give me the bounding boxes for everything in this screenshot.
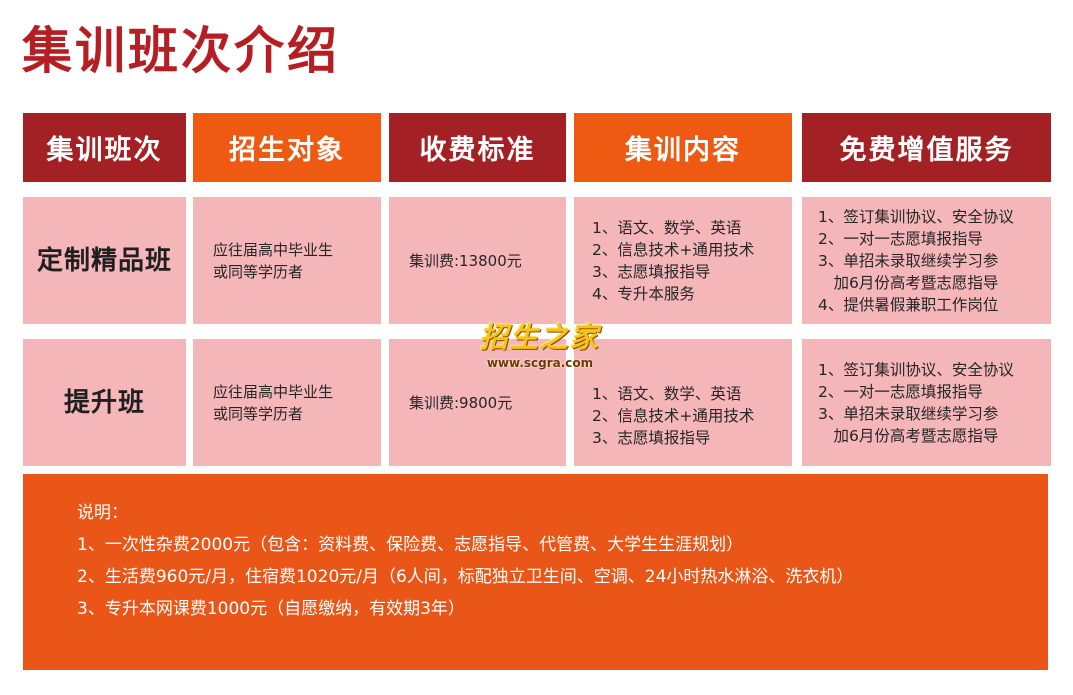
content-line: 3、志愿填报指导 bbox=[592, 262, 711, 281]
class-name: 定制精品班 bbox=[23, 197, 186, 324]
watermark-url: www.scgra.com bbox=[486, 356, 594, 370]
header-services: 免费增值服务 bbox=[802, 113, 1051, 182]
service-line: 4、提供暑假兼职工作岗位 bbox=[818, 295, 999, 314]
target-line: 应往届高中毕业生 bbox=[213, 240, 334, 259]
service-line: 1、签订集训协议、安全协议 bbox=[818, 207, 1014, 226]
fee-cell: 集训费:9800元 bbox=[389, 339, 566, 466]
content-line: 2、信息技术+通用技术 bbox=[592, 406, 755, 425]
fee-text: 集训费:9800元 bbox=[409, 393, 513, 412]
target-cell: 应往届高中毕业生 或同等学历者 bbox=[193, 197, 381, 324]
target-line: 或同等学历者 bbox=[213, 262, 304, 281]
header-class: 集训班次 bbox=[23, 113, 186, 182]
content-cell: 1、语文、数学、英语 2、信息技术+通用技术 3、志愿填报指导 4、专升本服务 bbox=[574, 197, 792, 324]
service-line: 3、单招未录取继续学习参 bbox=[818, 251, 999, 270]
service-line: 2、一对一志愿填报指导 bbox=[818, 229, 983, 248]
header-content: 集训内容 bbox=[574, 113, 792, 182]
notes-item: 2、生活费960元/月，住宿费1020元/月（6人间，标配独立卫生间、空调、24… bbox=[77, 567, 854, 587]
table-row: 定制精品班 应往届高中毕业生 或同等学历者 集训费:13800元 1、语文、数学… bbox=[0, 197, 1073, 324]
watermark-text: 招生之家 bbox=[479, 321, 600, 354]
content-line: 4、专升本服务 bbox=[592, 284, 695, 303]
services-cell: 1、签订集训协议、安全协议 2、一对一志愿填报指导 3、单招未录取继续学习参 加… bbox=[802, 197, 1051, 324]
service-line: 加6月份高考暨志愿指导 bbox=[818, 273, 999, 292]
content-line: 2、信息技术+通用技术 bbox=[592, 240, 755, 259]
notes-heading: 说明： bbox=[77, 503, 128, 523]
notes-item: 3、专升本网课费1000元（自愿缴纳，有效期3年） bbox=[77, 599, 465, 619]
target-cell: 应往届高中毕业生 或同等学历者 bbox=[193, 339, 381, 466]
target-line: 或同等学历者 bbox=[213, 404, 304, 423]
service-line: 3、单招未录取继续学习参 bbox=[818, 404, 999, 423]
notes-panel: 说明： 1、一次性杂费2000元（包含：资料费、保险费、志愿指导、代管费、大学生… bbox=[23, 474, 1048, 670]
services-cell: 1、签订集训协议、安全协议 2、一对一志愿填报指导 3、单招未录取继续学习参 加… bbox=[802, 339, 1051, 466]
header-target: 招生对象 bbox=[193, 113, 381, 182]
content-line: 3、志愿填报指导 bbox=[592, 428, 711, 447]
page-title: 集训班次介绍 bbox=[22, 22, 340, 80]
content-line: 1、语文、数学、英语 bbox=[592, 218, 742, 237]
content-cell: 1、语文、数学、英语 2、信息技术+通用技术 3、志愿填报指导 bbox=[574, 339, 792, 466]
service-line: 1、签订集训协议、安全协议 bbox=[818, 360, 1014, 379]
table-row: 提升班 应往届高中毕业生 或同等学历者 集训费:9800元 1、语文、数学、英语… bbox=[0, 339, 1073, 466]
watermark-logo: 招生之家 www.scgra.com bbox=[470, 320, 610, 370]
header-fee: 收费标准 bbox=[389, 113, 566, 182]
table-header: 集训班次 招生对象 收费标准 集训内容 免费增值服务 bbox=[0, 113, 1073, 182]
fee-cell: 集训费:13800元 bbox=[389, 197, 566, 324]
service-line: 加6月份高考暨志愿指导 bbox=[818, 426, 999, 445]
class-name: 提升班 bbox=[23, 339, 186, 466]
notes-item: 1、一次性杂费2000元（包含：资料费、保险费、志愿指导、代管费、大学生生涯规划… bbox=[77, 535, 744, 555]
service-line: 2、一对一志愿填报指导 bbox=[818, 382, 983, 401]
target-line: 应往届高中毕业生 bbox=[213, 382, 334, 401]
content-line: 1、语文、数学、英语 bbox=[592, 384, 742, 403]
fee-text: 集训费:13800元 bbox=[409, 251, 522, 270]
